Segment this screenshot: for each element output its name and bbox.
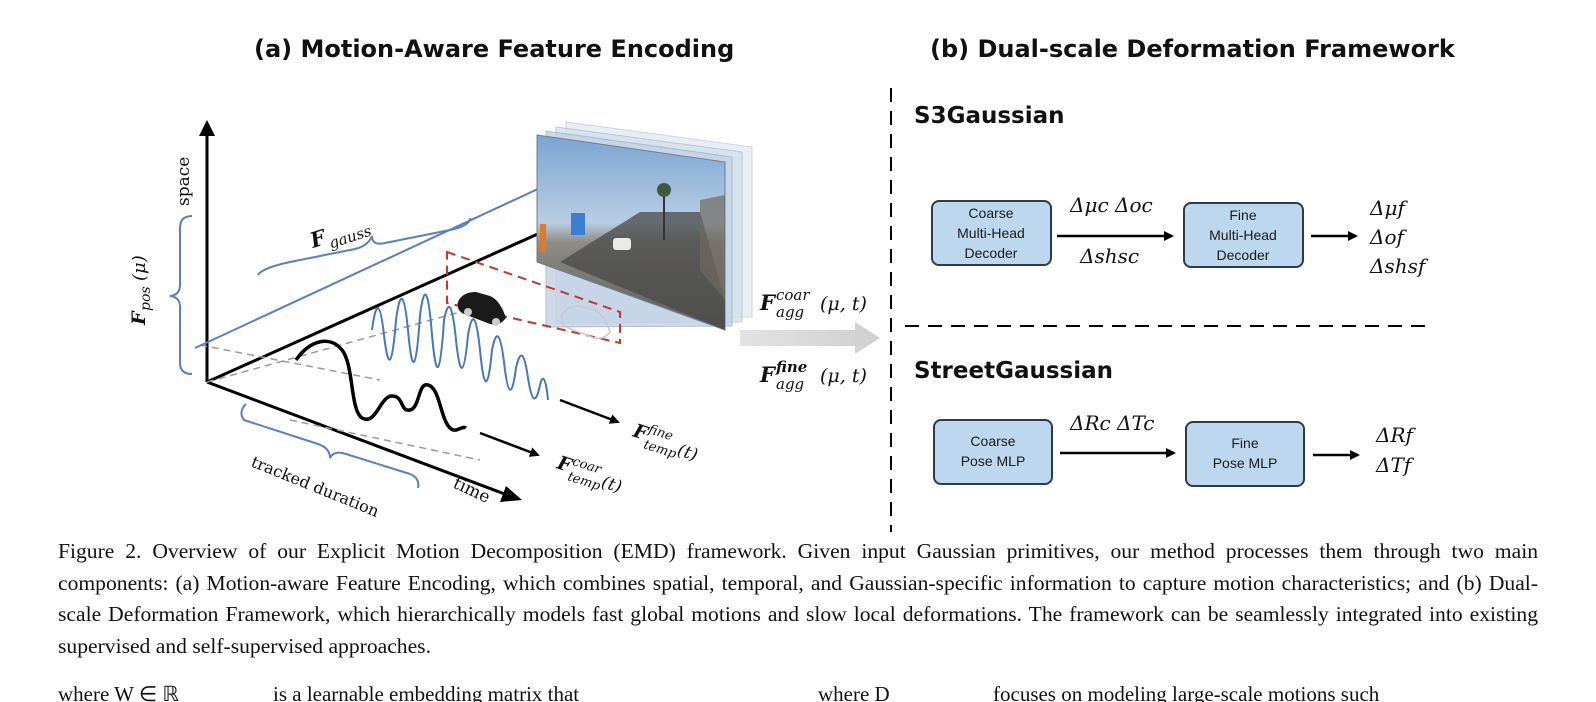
f-agg-coar-label: F coar agg (μ, t): [759, 286, 867, 321]
s3-fine-line2: Multi-Head: [1209, 227, 1277, 243]
f-pos-symbol: F: [128, 310, 150, 326]
s3-out-1: Δμf: [1369, 196, 1408, 220]
f-agg-coar-symbol: F: [759, 290, 777, 315]
street-out-2: ΔTf: [1375, 453, 1415, 477]
s3-fine-line1: Fine: [1229, 207, 1256, 223]
traffic-barrier: [540, 224, 546, 252]
s3-coarse-line3: Decoder: [965, 245, 1018, 261]
gauss-brace: [257, 217, 471, 276]
s3-coarse-line1: Coarse: [968, 205, 1013, 221]
f-pos-label: F pos (μ): [128, 255, 154, 326]
road-surface: [560, 212, 725, 330]
street-mid-top-label: ΔRc ΔTc: [1069, 411, 1155, 435]
street-fine-line2: Pose MLP: [1213, 455, 1278, 471]
video-frame-stack: [536, 121, 753, 331]
f-agg-coar-argument: (μ, t): [820, 293, 867, 315]
s3-out-3: Δshsf: [1369, 254, 1429, 278]
roadside-wall: [700, 195, 725, 300]
figure-caption: Figure 2. Overview of our Explicit Motio…: [58, 539, 1538, 658]
aggregation-arrow: [740, 322, 880, 354]
street-out-1: ΔRf: [1375, 423, 1417, 447]
space-label: space: [174, 157, 194, 206]
s3-fine-decoder-box: Fine Multi-Head Decoder: [1183, 202, 1304, 268]
street-coarse-mlp-box: Coarse Pose MLP: [933, 419, 1053, 485]
street-coarse-line1: Coarse: [970, 433, 1015, 449]
s3-out-2: Δof: [1369, 225, 1407, 249]
fine-temporal-arrow: [559, 398, 620, 424]
f-agg-fine-symbol: F: [759, 362, 777, 387]
f-agg-coar-subscript: agg: [776, 303, 804, 321]
panel-a-title: (a) Motion-Aware Feature Encoding: [254, 35, 735, 63]
f-temp-fine-label: F fine temp (t): [630, 420, 701, 466]
panel-b-title: (b) Dual-scale Deformation Framework: [930, 35, 1455, 63]
tracked-region-box: [446, 250, 621, 345]
coarse-temporal-arrow: [479, 431, 540, 457]
diagram-canvas: space time tracked duration F gauss F po…: [128, 88, 1432, 532]
streetgaussian-title: StreetGaussian: [914, 358, 1113, 384]
next-text-left-rest: is a learnable embedding matrix that: [273, 682, 580, 702]
guide-dashed-1: [206, 311, 461, 383]
next-text-left: where W ∈ ℝ: [58, 682, 180, 702]
guide-dashed-2: [289, 419, 481, 461]
tracked-car-dark: [457, 292, 506, 326]
next-paragraph-clip: where W ∈ ℝ is a learnable embedding mat…: [58, 672, 1538, 702]
duration-brace: [240, 403, 420, 489]
time-axis-arrowhead: [500, 486, 522, 502]
f-gauss-subscript: gauss: [327, 222, 374, 253]
f-agg-fine-argument: (μ, t): [820, 365, 867, 387]
gauss-connector-line: [194, 187, 541, 349]
guide-dashed-3: [199, 344, 381, 381]
palm-tree-top: [657, 183, 671, 197]
axis-system: [199, 120, 541, 502]
f-temp-coar-argument: (t): [599, 472, 624, 497]
s3-coarse-decoder-box: Coarse Multi-Head Decoder: [931, 200, 1052, 266]
scene-car: [613, 238, 631, 250]
f-agg-coar-superscript: coar: [776, 286, 810, 304]
s3-mid-bottom-label: Δshsc: [1079, 244, 1139, 268]
street-fine-line1: Fine: [1231, 435, 1258, 451]
street-fine-mlp-box: Fine Pose MLP: [1185, 421, 1305, 487]
f-pos-subscript: pos: [138, 286, 154, 311]
s3-fine-line3: Decoder: [1217, 247, 1270, 263]
next-text-right: where D: [818, 682, 890, 702]
s3-coarse-line2: Multi-Head: [957, 225, 1025, 241]
portable-toilet: [571, 213, 585, 235]
f-agg-fine-superscript: fine: [775, 358, 807, 376]
f-temp-fine-subscript: temp: [642, 437, 679, 462]
coarse-temporal-wave: [294, 339, 468, 432]
s3gaussian-title: S3Gaussian: [914, 103, 1065, 129]
s3-mid-top-label: Δμc Δoc: [1069, 193, 1153, 217]
tracked-car-ghost: [560, 305, 611, 340]
street-coarse-line2: Pose MLP: [961, 453, 1026, 469]
f-agg-fine-subscript: agg: [776, 375, 804, 393]
fine-temporal-wave: [371, 293, 549, 401]
f-temp-fine-argument: (t): [675, 440, 700, 465]
pos-brace: [169, 215, 193, 375]
f-agg-fine-label: F fine agg (μ, t): [759, 358, 867, 393]
f-temp-coar-label: F coar temp (t): [554, 452, 625, 498]
time-axis: [206, 380, 511, 498]
next-text-right-rest: focuses on modeling large-scale motions …: [993, 682, 1380, 702]
f-pos-argument: (μ): [129, 255, 150, 281]
tracked-duration-label: tracked duration: [249, 452, 382, 521]
time-label: time: [450, 473, 493, 507]
space-axis-arrowhead: [199, 120, 215, 136]
f-gauss-label: F gauss: [306, 222, 374, 253]
